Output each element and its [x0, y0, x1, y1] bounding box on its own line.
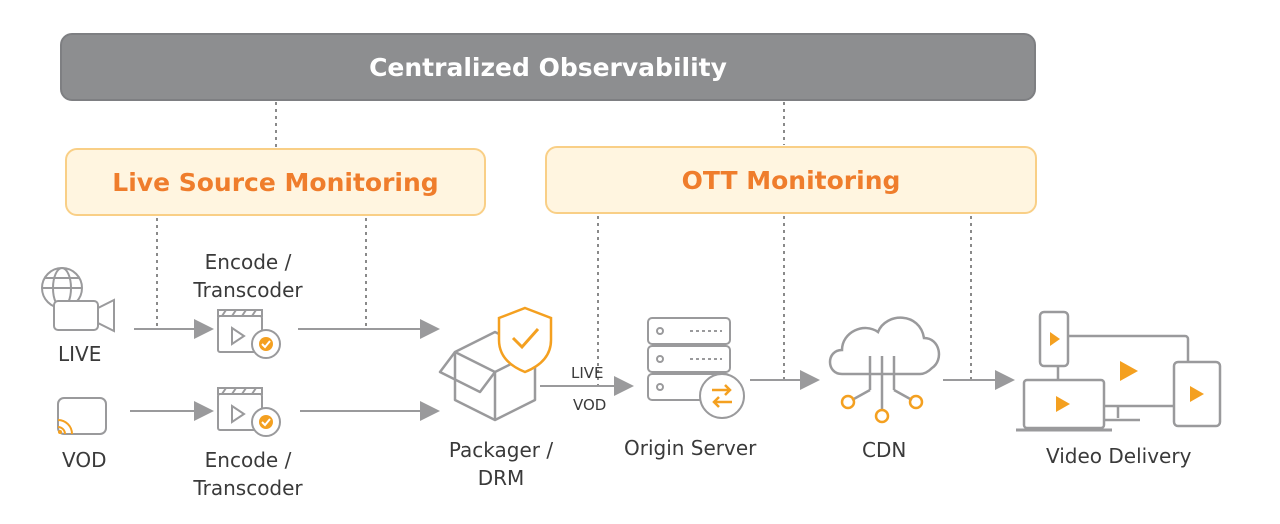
ott-monitoring-box: OTT Monitoring [545, 146, 1037, 214]
video-devices-icon [1016, 310, 1222, 432]
cdn-label: CDN [862, 438, 907, 462]
dotted-links [156, 102, 972, 385]
live-source-label: LIVE [58, 342, 102, 366]
ott-monitoring-label: OTT Monitoring [681, 165, 901, 195]
banner-title: Centralized Observability [369, 52, 727, 82]
encoder-bottom-label: Encode / Transcoder [193, 448, 303, 500]
shield-check-icon [497, 306, 553, 374]
encoder-icon-bottom [217, 387, 281, 437]
origin-server-icon [647, 317, 745, 419]
vod-cast-icon [57, 397, 107, 435]
centralized-observability-banner: Centralized Observability [60, 33, 1036, 101]
live-source-monitoring-box: Live Source Monitoring [65, 148, 486, 216]
packager-label: Packager / DRM [448, 438, 554, 490]
video-delivery-label: Video Delivery [1046, 444, 1192, 468]
live-camera-icon [41, 267, 115, 333]
stream-live-label: LIVE [571, 364, 604, 382]
stream-vod-label: VOD [573, 396, 607, 414]
flow-arrows [130, 319, 1015, 421]
encoder-top-label: Encode / Transcoder [193, 250, 303, 302]
origin-server-label: Origin Server [624, 436, 757, 460]
vod-source-label: VOD [62, 448, 107, 472]
live-source-monitoring-label: Live Source Monitoring [112, 167, 439, 197]
cdn-cloud-icon [828, 316, 941, 424]
encoder-icon-top [217, 309, 281, 359]
